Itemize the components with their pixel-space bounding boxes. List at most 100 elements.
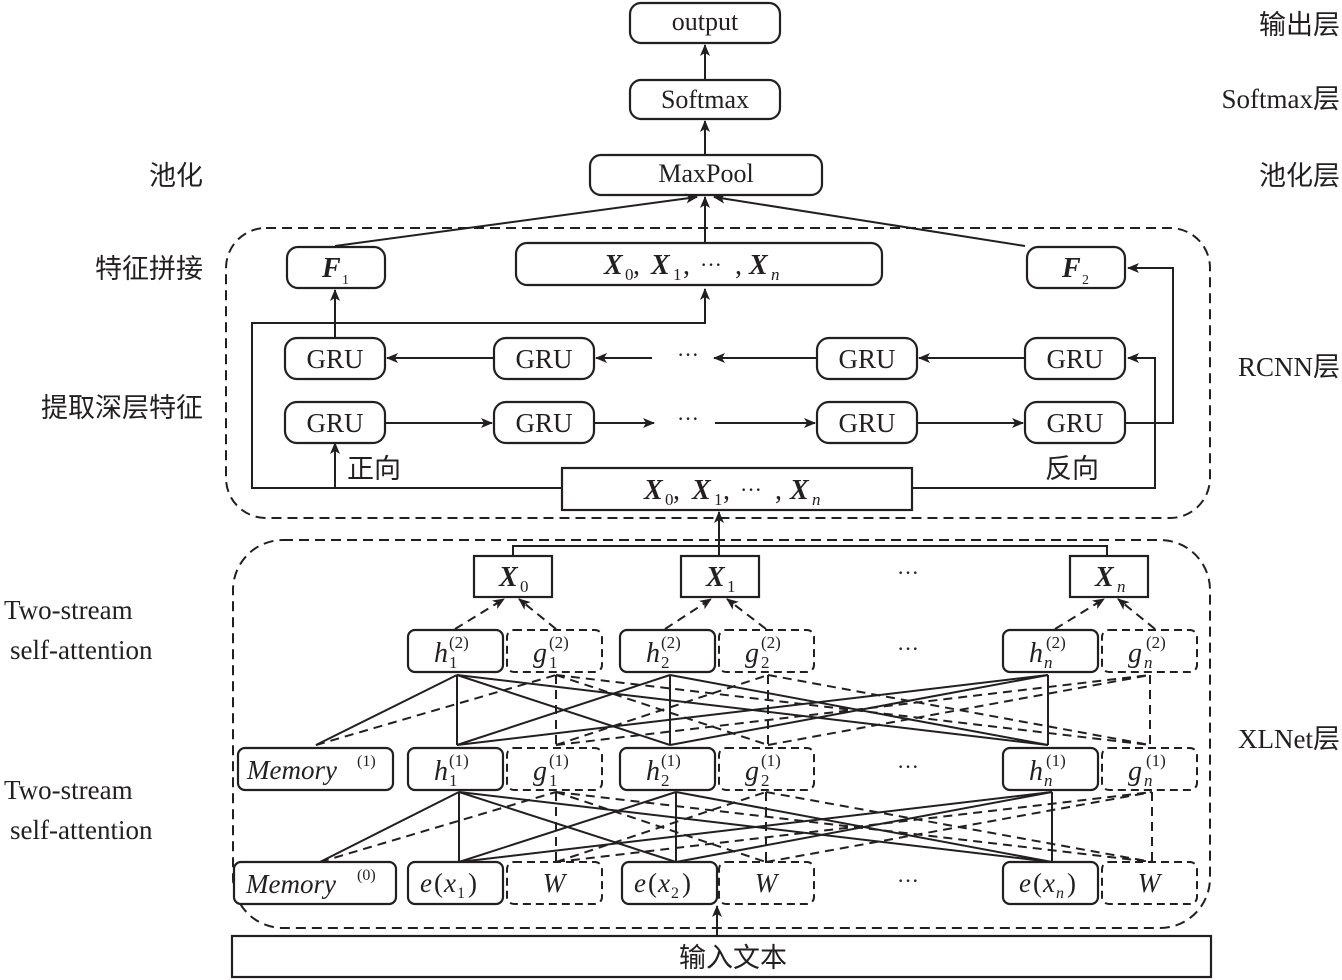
maxpool-label: MaxPool — [658, 159, 753, 188]
svg-text:GRU: GRU — [306, 344, 363, 374]
svg-text:Memory: Memory — [245, 869, 336, 899]
h1-1 — [406, 746, 505, 792]
concat-s0: 0 — [625, 265, 634, 284]
concat-x1: X — [650, 250, 671, 281]
svg-text:h: h — [1029, 756, 1043, 787]
label-softmax-layer: Softmax层 — [1222, 84, 1341, 114]
svg-text:0: 0 — [520, 577, 529, 596]
h1-n — [1001, 746, 1100, 792]
label-backward: 反向 — [1045, 454, 1099, 485]
svg-text:2: 2 — [671, 885, 679, 902]
g1-1 — [506, 747, 603, 791]
svg-text:n: n — [1056, 885, 1064, 902]
gru-forward-row: GRU GRU GRU GRU ··· — [283, 400, 1127, 445]
concat-dots: ··· — [700, 252, 722, 277]
svg-text:n: n — [1044, 771, 1053, 790]
w-2 — [718, 861, 815, 905]
label-rcnn-layer: RCNN层 — [1238, 352, 1340, 382]
concat-xn: X — [748, 250, 769, 281]
svg-text:,: , — [673, 475, 680, 506]
memory-0 — [232, 860, 398, 906]
svg-text:n: n — [1117, 577, 1126, 596]
svg-text:1: 1 — [449, 771, 458, 790]
label-two-stream-2: Two-stream — [4, 775, 133, 805]
f2-main: F — [1061, 253, 1081, 284]
concat-sn: n — [771, 265, 780, 284]
svg-text:W: W — [1138, 868, 1163, 898]
gru-b-1 — [283, 336, 387, 381]
label-output-layer: 输出层 — [1259, 10, 1340, 41]
layer2-row: h 1 (2) g 1 (2) h 2 (2) g 2 (2) ··· h n … — [406, 628, 1198, 674]
svg-text:n: n — [1144, 653, 1153, 672]
input-s1: 1 — [714, 490, 723, 509]
svg-text:(1): (1) — [1046, 751, 1066, 770]
svg-text:x: x — [657, 868, 670, 898]
svg-text:,: , — [723, 475, 730, 506]
svg-text:g: g — [1128, 638, 1142, 669]
svg-text:···: ··· — [897, 754, 919, 779]
bypass-input-to-concat — [251, 288, 710, 489]
svg-text:2: 2 — [761, 771, 770, 790]
svg-text:GRU: GRU — [1046, 344, 1103, 374]
svg-text:GRU: GRU — [515, 408, 572, 438]
f1-sub: 1 — [342, 273, 349, 288]
memory-1 — [236, 746, 395, 792]
attention-connections-upper — [315, 674, 1151, 746]
svg-text:g: g — [745, 756, 759, 787]
arrow-f2-to-maxpool — [713, 193, 1026, 247]
layer0-row: Memory (0) e ( x 1 ) W e ( x 2 ) W ··· e… — [232, 860, 1198, 906]
input-s0: 0 — [665, 490, 674, 509]
svg-text:e: e — [1019, 868, 1031, 898]
svg-text:X: X — [498, 562, 519, 593]
svg-text:(1): (1) — [761, 751, 781, 770]
svg-text:x: x — [443, 868, 456, 898]
svg-text:1: 1 — [449, 653, 458, 672]
maxpool-node: MaxPool — [588, 153, 824, 197]
g1-n — [1101, 747, 1198, 791]
f1-node: F 1 — [285, 245, 387, 290]
input-x1: X — [691, 475, 712, 506]
svg-text:(2): (2) — [449, 633, 469, 652]
output-bus — [512, 545, 1108, 558]
svg-text:GRU: GRU — [515, 344, 572, 374]
concat-s1: 1 — [673, 265, 682, 284]
concat-x0: X — [603, 250, 624, 281]
concat-node: X 0 , X 1 , ··· , X n — [514, 241, 884, 287]
svg-text:h: h — [646, 638, 660, 669]
input-sn: n — [812, 490, 821, 509]
svg-text:(2): (2) — [1146, 633, 1166, 652]
embedding-1: e ( x 1 ) — [406, 860, 505, 906]
svg-text:(2): (2) — [661, 633, 681, 652]
svg-text:(2): (2) — [1046, 633, 1066, 652]
x-output-1: X 1 — [679, 554, 761, 599]
svg-text:1: 1 — [549, 653, 558, 672]
svg-text:1: 1 — [727, 577, 736, 596]
svg-text:W: W — [543, 868, 568, 898]
softmax-node: Softmax — [628, 78, 782, 121]
label-two-stream-1: Two-stream — [4, 595, 133, 625]
embedding-n: e ( x n ) — [1001, 860, 1100, 906]
svg-text:···: ··· — [897, 636, 919, 661]
svg-text:h: h — [434, 638, 448, 669]
label-xlnet-layer: XLNet层 — [1238, 724, 1340, 754]
label-self-attention-1: self-attention — [10, 635, 153, 665]
svg-text:(0): (0) — [357, 867, 376, 884]
output-label: output — [672, 7, 739, 36]
softmax-label: Softmax — [661, 85, 749, 114]
g2-2 — [718, 629, 815, 673]
g2-n — [1101, 629, 1198, 673]
g2-1 — [506, 629, 603, 673]
g1-2 — [718, 747, 815, 791]
arrow-f1-to-maxpool — [334, 193, 698, 247]
svg-text:,: , — [775, 475, 782, 506]
svg-text:GRU: GRU — [306, 408, 363, 438]
gru-b-ellipsis: ··· — [677, 342, 699, 367]
layer1-row: Memory (1) h 1 (1) g 1 (1) h 2 (1) g 2 (… — [236, 746, 1198, 792]
f1-main: F — [321, 253, 341, 284]
label-pooling-layer: 池化层 — [1259, 161, 1340, 192]
f2-sub: 2 — [1082, 273, 1089, 288]
svg-text:e: e — [634, 868, 646, 898]
h2-1 — [406, 628, 505, 674]
x-output-n: X n — [1068, 554, 1150, 599]
